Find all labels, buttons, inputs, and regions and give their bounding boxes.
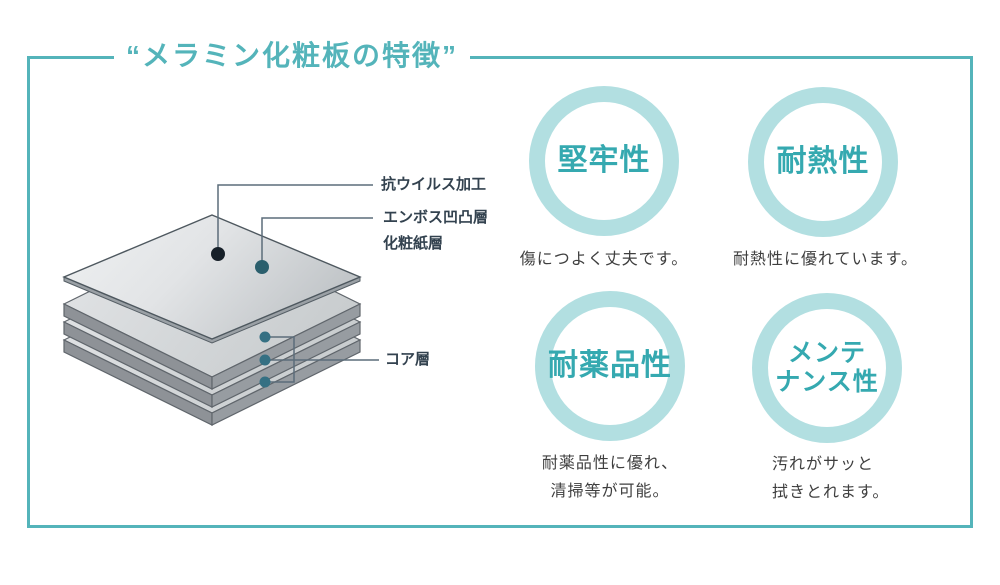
feature-circle-heat-resistance: 耐熱性 — [748, 87, 898, 237]
diagram-label-emboss: エンボス凹凸層 — [383, 209, 489, 226]
feature-circle-robustness: 堅牢性 — [529, 86, 679, 236]
surface-sheet — [62, 214, 362, 344]
feature-circle-maintenance: メンテ ナンス性 — [752, 293, 902, 443]
frame-border — [27, 56, 973, 528]
feature-circle-chemical-resistance: 耐薬品性 — [535, 291, 685, 441]
feature-caption-heat-resistance: 耐熱性に優れています。 — [733, 251, 918, 268]
feature-caption-maintenance: 汚れがサッと 拭きとれます。 — [772, 451, 972, 507]
caption-line: 清掃等が可能。 — [550, 483, 670, 500]
caption-line: 汚れがサッと — [772, 456, 875, 473]
callout-lines — [217, 184, 379, 383]
feature-title-line: メンテ — [787, 339, 866, 368]
page-title: “メラミン化粧板の特徴” — [114, 38, 471, 74]
feature-title-line: ナンス性 — [775, 368, 879, 396]
caption-line: 耐薬品性に優れ、 — [541, 455, 679, 472]
emboss-dot — [255, 260, 269, 274]
diagram-label-antivirus: 抗ウイルス加工 — [381, 176, 487, 193]
core-dot-3 — [259, 376, 271, 388]
feature-caption-chemical-resistance: 耐薬品性に優れ、 清掃等が可能。 — [505, 450, 715, 506]
feature-caption-robustness: 傷につよく丈夫です。 — [519, 251, 689, 268]
feature-title-heat-resistance: 耐熱性 — [776, 144, 870, 178]
feature-title-robustness: 堅牢性 — [557, 143, 651, 177]
feature-title-maintenance: メンテ ナンス性 — [775, 339, 879, 397]
layer-diagram: 抗ウイルス加工 エンボス凹凸層 化粧紙層 コア層 — [0, 0, 520, 480]
diagram-label-paper: 化粧紙層 — [383, 235, 444, 252]
core-dot-1 — [259, 331, 271, 343]
diagram-label-core: コア層 — [385, 351, 431, 368]
layer-diagram-graphic — [62, 184, 379, 426]
caption-line: 拭きとれます。 — [772, 484, 890, 501]
feature-title-chemical-resistance: 耐薬品性 — [548, 348, 672, 382]
antivirus-dot — [211, 247, 225, 261]
core-dot-2 — [259, 354, 271, 366]
